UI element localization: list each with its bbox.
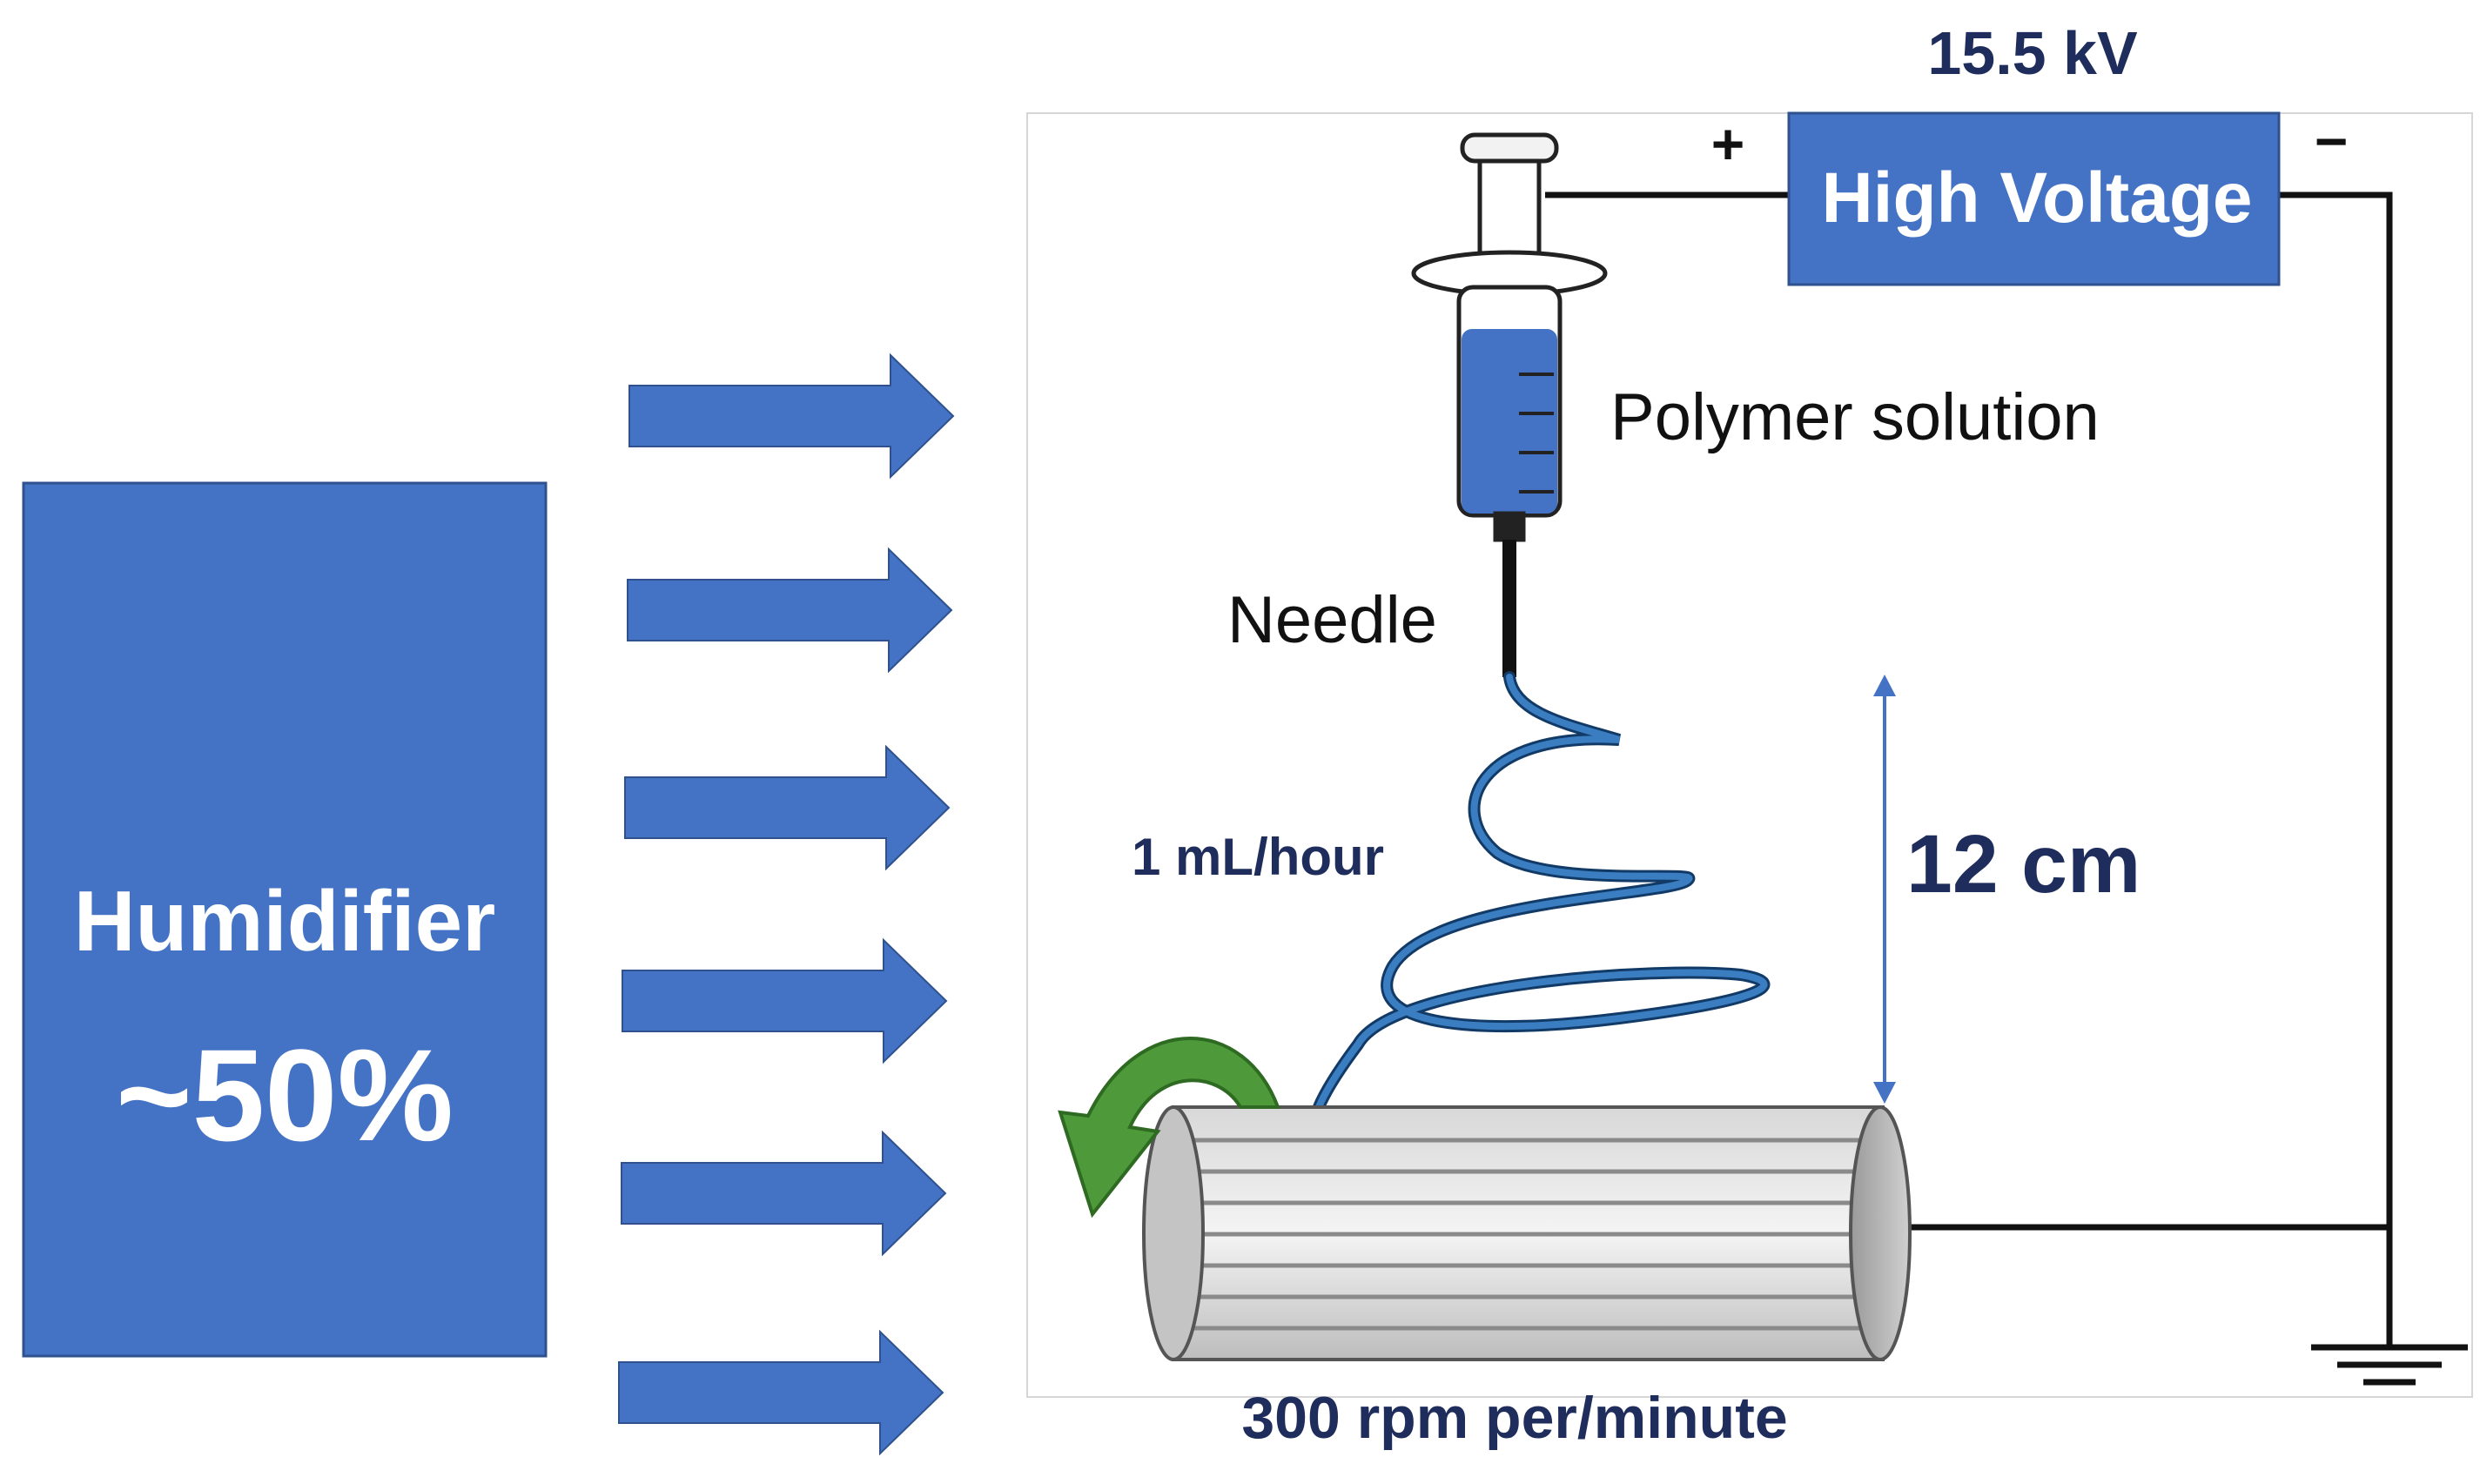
humidity-arrow (618, 1329, 944, 1456)
humidifier-box: Humidifier ~50% (22, 481, 548, 1358)
circuit-wires (1545, 191, 2393, 1347)
fiber-jet (1313, 671, 1771, 1113)
humidity-arrow (624, 744, 951, 871)
humidity-arrow (622, 937, 948, 1064)
collector-wire (1883, 1224, 2393, 1347)
high-voltage-box: High Voltage (1787, 111, 2281, 286)
distance-indicator (1873, 675, 1896, 1104)
humidity-arrow (621, 1130, 947, 1257)
humidity-arrow (627, 547, 953, 674)
minus-sign: − (2315, 109, 2349, 173)
humidifier-label: Humidifier (74, 873, 496, 969)
distance-label: 12 cm (1906, 818, 2141, 910)
negative-wire (2279, 191, 2393, 1227)
fiber-jet-line (1315, 674, 1768, 1111)
polymer-solution-label: Polymer solution (1610, 380, 2100, 454)
syringe-icon (1411, 132, 1608, 677)
plus-sign: + (1711, 111, 1745, 176)
flow-rate-label: 1 mL/hour (1132, 828, 1384, 886)
high-voltage-label: High Voltage (1821, 158, 2252, 238)
rotation-speed-label: 300 rpm per/minute (1241, 1385, 1787, 1451)
humidity-arrows (618, 353, 955, 1456)
humidity-arrow (628, 353, 955, 480)
polymer-solution-fill (1462, 329, 1557, 514)
needle-icon (1502, 540, 1516, 677)
humidity-value: ~50% (116, 1022, 454, 1168)
rotation-arrow-icon (1058, 1037, 1280, 1219)
voltage-value: 15.5 kV (1927, 19, 2138, 87)
drum-collector-icon (1142, 1105, 1912, 1361)
needle-label: Needle (1227, 583, 1437, 657)
ground-icon (2311, 1344, 2468, 1386)
